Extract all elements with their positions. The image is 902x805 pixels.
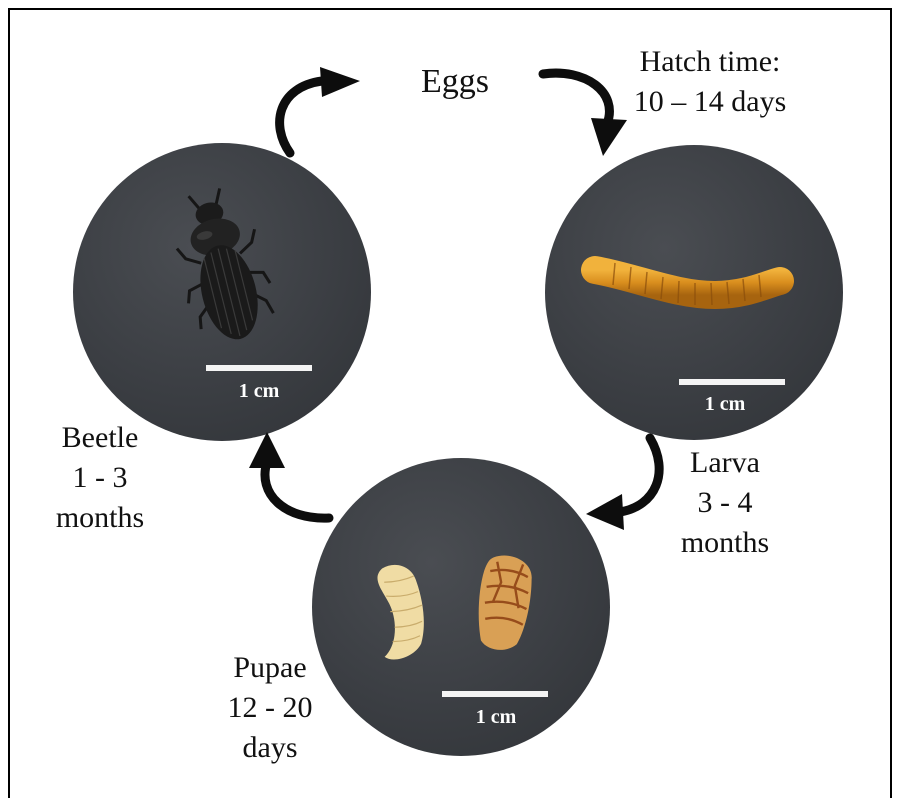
beetle-scale-label: 1 cm: [209, 380, 309, 402]
beetle-scale-bar: [206, 365, 312, 371]
pupae-scale-label: 1 cm: [446, 706, 546, 728]
pupae-scale-bar: [442, 691, 548, 697]
curved-arrow-icon: [535, 62, 635, 162]
larva-scale-label: 1 cm: [675, 393, 775, 415]
eggs-label: Eggs: [395, 62, 515, 102]
beetle-duration: 1 - 3: [30, 458, 170, 498]
curved-arrow-icon: [245, 428, 340, 528]
curved-arrow-icon: [580, 432, 675, 532]
larva-scale-bar: [679, 379, 785, 385]
beetle-unit: months: [30, 498, 170, 538]
curved-arrow-icon: [270, 65, 370, 160]
eggs-title: Eggs: [421, 63, 489, 100]
